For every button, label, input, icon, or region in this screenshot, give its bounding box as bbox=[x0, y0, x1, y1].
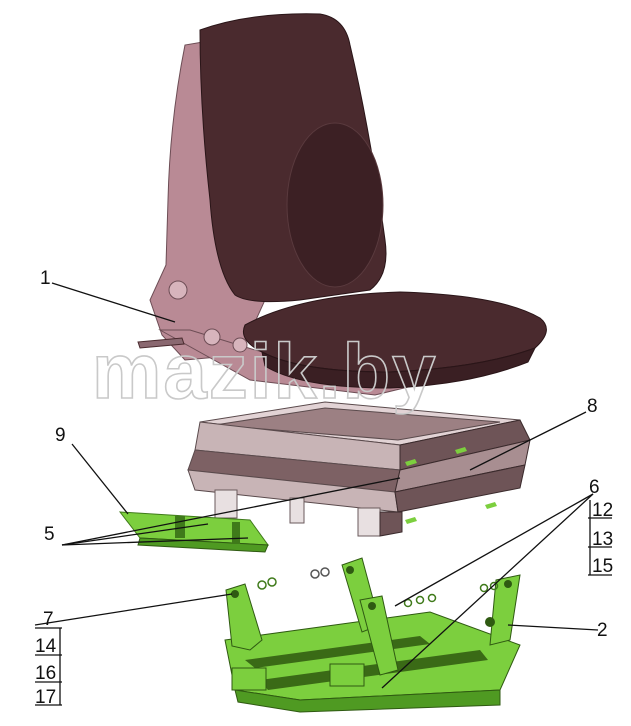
leader-5c bbox=[61, 477, 401, 546]
leader-1 bbox=[51, 282, 176, 323]
leader-5b bbox=[61, 537, 249, 546]
callout-17: 17 bbox=[35, 687, 56, 708]
leader-8 bbox=[469, 411, 587, 471]
leader-6b bbox=[381, 493, 594, 689]
callout-9: 9 bbox=[55, 425, 66, 446]
callout-8: 8 bbox=[587, 396, 598, 417]
group-bracket-6 bbox=[588, 500, 612, 576]
callout-5: 5 bbox=[44, 524, 55, 545]
leader-9 bbox=[71, 443, 129, 515]
suspension-bracket-part-2 bbox=[224, 557, 521, 713]
callout-15: 15 bbox=[592, 556, 613, 577]
callout-13: 13 bbox=[592, 529, 613, 550]
leader-5a bbox=[61, 523, 209, 546]
watermark-text: mazik.by bbox=[92, 327, 437, 415]
bellows-part-8 bbox=[187, 401, 531, 537]
callout-12: 12 bbox=[592, 500, 613, 521]
callout-labels: 1 2 5 6 7 8 9 12 13 14 15 16 17 bbox=[35, 268, 613, 708]
callout-16: 16 bbox=[35, 663, 56, 684]
leader-lines bbox=[34, 282, 612, 706]
leader-2 bbox=[507, 624, 599, 631]
callout-1: 1 bbox=[40, 268, 51, 289]
cover-plate-part-9 bbox=[118, 511, 270, 553]
callout-7: 7 bbox=[43, 609, 54, 630]
leader-6 bbox=[394, 493, 594, 607]
leader-7 bbox=[34, 593, 233, 626]
seat-part-1 bbox=[137, 13, 547, 396]
group-bracket-7 bbox=[35, 627, 62, 706]
callout-6: 6 bbox=[589, 477, 600, 498]
callout-14: 14 bbox=[35, 636, 57, 657]
callout-2: 2 bbox=[597, 620, 608, 641]
